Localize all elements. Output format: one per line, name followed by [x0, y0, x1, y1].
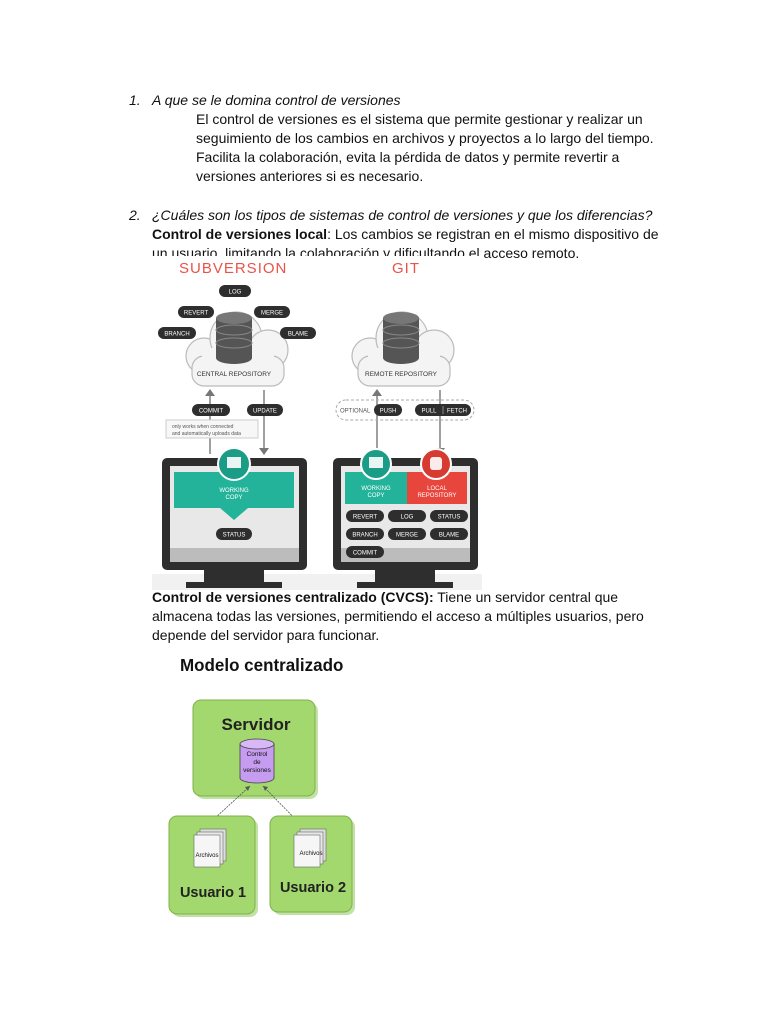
- centralized-model-title: Modelo centralizado: [180, 655, 343, 675]
- svn-pill-merge: MERGE: [254, 306, 290, 318]
- svg-text:MERGE: MERGE: [396, 533, 418, 539]
- remote-repo-label: REMOTE REPOSITORY: [365, 371, 438, 378]
- svn-update-pill: UPDATE: [247, 404, 283, 416]
- git-monitor: WORKING COPY LOCAL REPOSITORY REVERT LOG…: [333, 448, 478, 588]
- svg-text:BRANCH: BRANCH: [352, 533, 377, 539]
- user-1-label: Usuario 1: [180, 885, 246, 901]
- git-pill-blame: BLAME: [430, 528, 468, 540]
- git-title: GIT: [392, 260, 420, 277]
- svg-text:versiones: versiones: [243, 767, 272, 774]
- svn-pill-branch: BRANCH: [158, 327, 196, 339]
- svg-text:BLAME: BLAME: [288, 332, 308, 338]
- git-pill-commit: COMMIT: [346, 546, 384, 558]
- git-working-copy-label: WORKING: [361, 486, 391, 492]
- user-2-label: Usuario 2: [280, 880, 346, 896]
- git-local-repo-label: LOCAL: [427, 486, 447, 492]
- svg-text:BRANCH: BRANCH: [164, 332, 189, 338]
- svg-text:COPY: COPY: [225, 495, 242, 501]
- centralized-vcs-paragraph: Control de versiones centralizado (CVCS)…: [152, 588, 712, 645]
- files-icon: [293, 828, 327, 868]
- version-db-icon: Control de versiones: [239, 738, 275, 784]
- git-database-icon: [382, 312, 420, 364]
- svg-text:MERGE: MERGE: [261, 311, 283, 317]
- svg-text:REPOSITORY: REPOSITORY: [417, 493, 456, 499]
- svn-status-label: STATUS: [223, 533, 246, 539]
- files-label: Archivos: [299, 851, 322, 857]
- files-label: Archivos: [195, 853, 218, 859]
- svn-git-figure: SUBVERSION GIT CENTRAL REPOSITORY LOG RE…: [152, 256, 482, 590]
- local-vcs-line: Control de versiones local: Los cambios …: [152, 225, 712, 244]
- answer-line: Facilita la colaboración, evita la pérdi…: [196, 149, 620, 165]
- git-optional-label: OPTIONAL: [340, 409, 371, 415]
- svg-text:COPY: COPY: [367, 493, 384, 499]
- svn-monitor: WORKING COPY STATUS: [162, 447, 307, 588]
- centralized-vcs-line: almacena todas las versiones, permitiend…: [152, 608, 644, 624]
- svg-text:REVERT: REVERT: [353, 515, 378, 521]
- svg-text:de: de: [253, 759, 261, 766]
- svn-working-copy-label: WORKING: [219, 488, 249, 494]
- server-label: Servidor: [222, 715, 291, 734]
- centralized-vcs-term: Control de versiones centralizado (CVCS)…: [152, 589, 434, 605]
- local-vcs-term: Control de versiones local: [152, 226, 328, 242]
- files-icon: [193, 828, 227, 868]
- git-push-pill: PUSH: [374, 404, 402, 416]
- git-pill-revert: REVERT: [346, 510, 384, 522]
- svn-commit-pill: COMMIT: [192, 404, 230, 416]
- svg-text:UPDATE: UPDATE: [253, 409, 277, 415]
- svg-text:COMMIT: COMMIT: [199, 409, 224, 415]
- svg-text:PUSH: PUSH: [380, 409, 397, 415]
- question-number: 2.: [129, 207, 141, 223]
- centralized-vcs-text: Tiene un servidor central que: [433, 589, 619, 605]
- svn-pill-log: LOG: [219, 285, 251, 297]
- svn-title: SUBVERSION: [179, 260, 287, 277]
- svg-text:FETCH: FETCH: [447, 409, 467, 415]
- svg-text:COMMIT: COMMIT: [353, 551, 378, 557]
- svn-database-icon: [215, 312, 253, 364]
- centralized-vcs-line: Control de versiones centralizado (CVCS)…: [152, 588, 712, 607]
- svg-text:LOG: LOG: [229, 290, 242, 296]
- git-pill-log: LOG: [388, 510, 426, 522]
- svg-text:REVERT: REVERT: [184, 311, 209, 317]
- git-pill-merge: MERGE: [388, 528, 426, 540]
- answer-line: seguimiento de los cambios en archivos y…: [196, 130, 654, 146]
- answer-line: versiones anteriores si es necesario.: [196, 168, 424, 184]
- git-pill-branch: BRANCH: [346, 528, 384, 540]
- centralized-model-figure: Modelo centralizado Servidor Control de …: [160, 648, 360, 918]
- question-title: A que se le domina control de versiones: [152, 92, 401, 108]
- answer-line: El control de versiones es el sistema qu…: [196, 111, 643, 127]
- svg-text:STATUS: STATUS: [438, 515, 461, 521]
- question-title: ¿Cuáles son los tipos de sistemas de con…: [152, 207, 653, 223]
- user-1-box: Archivos Usuario 1: [168, 815, 258, 917]
- user-2-box: Archivos Usuario 2: [269, 815, 355, 915]
- svg-text:PULL: PULL: [421, 409, 437, 415]
- git-pill-status: STATUS: [430, 510, 468, 522]
- svg-text:and automatically uploads data: and automatically uploads data: [172, 431, 241, 437]
- svg-text:only works when connected: only works when connected: [172, 424, 234, 430]
- db-label: Control: [247, 751, 269, 758]
- centralized-vcs-line: depende del servidor para funcionar.: [152, 627, 380, 643]
- local-vcs-text: : Los cambios se registran en el mismo d…: [327, 226, 659, 242]
- svn-note-box: only works when connected and automatica…: [165, 419, 259, 439]
- svg-text:LOG: LOG: [401, 515, 414, 521]
- svn-pill-revert: REVERT: [178, 306, 214, 318]
- git-pull-fetch-pill: PULL FETCH: [415, 404, 471, 416]
- svg-text:BLAME: BLAME: [439, 533, 459, 539]
- answer-1: El control de versiones es el sistema qu…: [196, 110, 736, 186]
- question-number: 1.: [129, 92, 141, 108]
- svn-pill-blame: BLAME: [280, 327, 316, 339]
- central-repo-label: CENTRAL REPOSITORY: [197, 371, 272, 378]
